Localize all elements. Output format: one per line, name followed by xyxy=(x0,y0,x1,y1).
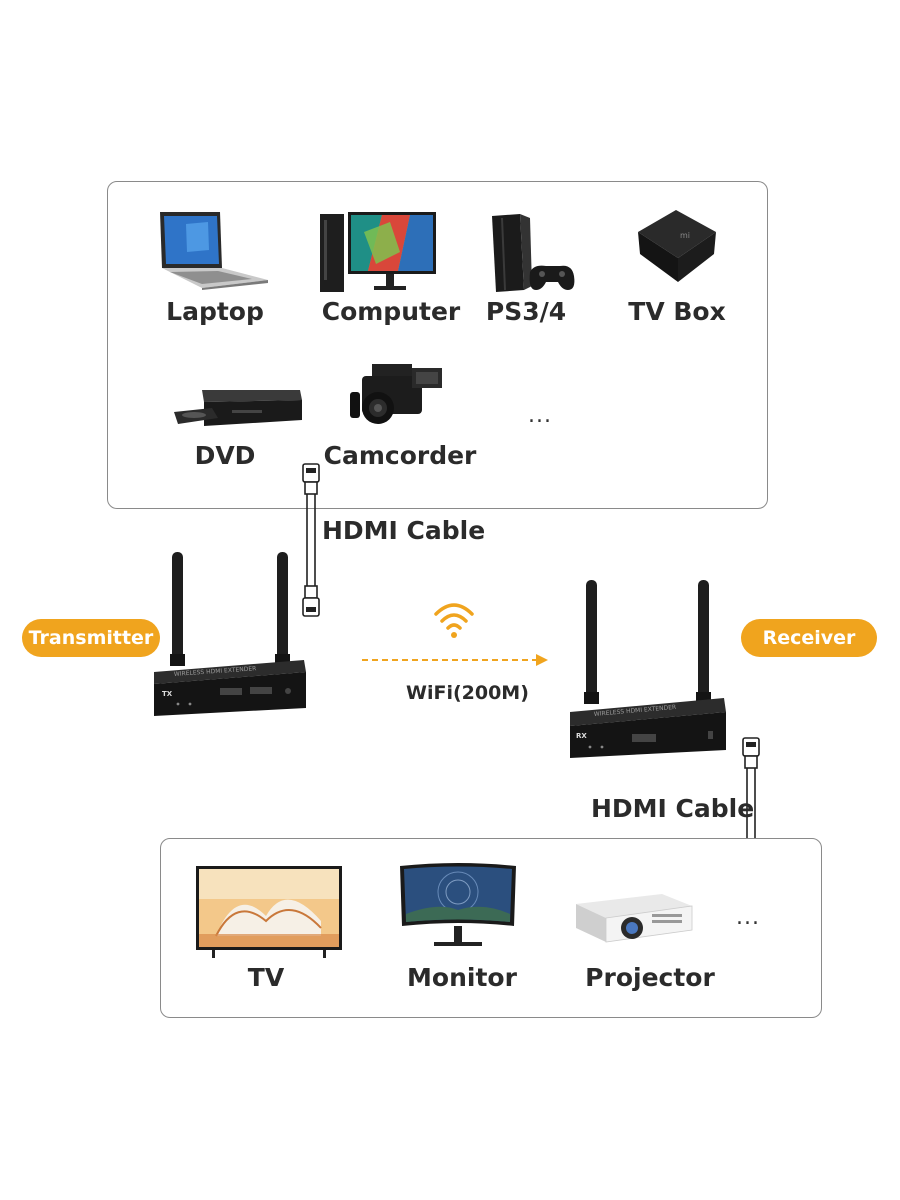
device-label-camcorder: Camcorder xyxy=(323,441,477,470)
wifi-icon xyxy=(434,603,474,638)
device-label-computer: Computer xyxy=(321,297,461,326)
bottom-cable-label: HDMI Cable xyxy=(591,794,755,823)
svg-text:TX: TX xyxy=(162,690,173,698)
camcorder-icon xyxy=(350,364,442,424)
device-label-monitor: Monitor xyxy=(407,963,517,992)
transmitter-badge: Transmitter xyxy=(22,619,160,657)
receiver-device: WIRELESS HDMI EXTENDER RX xyxy=(570,580,726,758)
more-sources-ellipsis: ... xyxy=(528,403,552,428)
tv-box-icon: mi xyxy=(638,210,716,282)
more-displays-ellipsis: ... xyxy=(736,905,760,930)
monitor-icon xyxy=(400,863,516,946)
device-label-projector: Projector xyxy=(585,963,715,992)
computer-icon xyxy=(320,212,436,292)
svg-text:mi: mi xyxy=(680,231,690,240)
receiver-badge: Receiver xyxy=(741,619,877,657)
game-console-icon xyxy=(492,214,575,292)
device-label-laptop: Laptop xyxy=(166,297,264,326)
top-cable-label: HDMI Cable xyxy=(322,516,486,545)
device-label-tv-box: TV Box xyxy=(628,297,726,326)
transmitter-device: WIRELESS HDMI EXTENDER TX xyxy=(154,552,306,716)
tv-icon xyxy=(196,866,342,958)
device-label-ps: PS3/4 xyxy=(485,297,567,326)
wifi-link-label: WiFi(200M) xyxy=(406,682,529,704)
projector-icon xyxy=(576,894,693,943)
laptop-icon xyxy=(160,212,268,290)
device-label-dvd: DVD xyxy=(194,441,256,470)
svg-text:RX: RX xyxy=(576,732,587,740)
dvd-player-icon xyxy=(174,390,302,426)
hdmi-cable-top xyxy=(302,463,320,617)
wifi-link-arrow xyxy=(362,654,548,666)
device-label-tv: TV xyxy=(247,963,285,992)
